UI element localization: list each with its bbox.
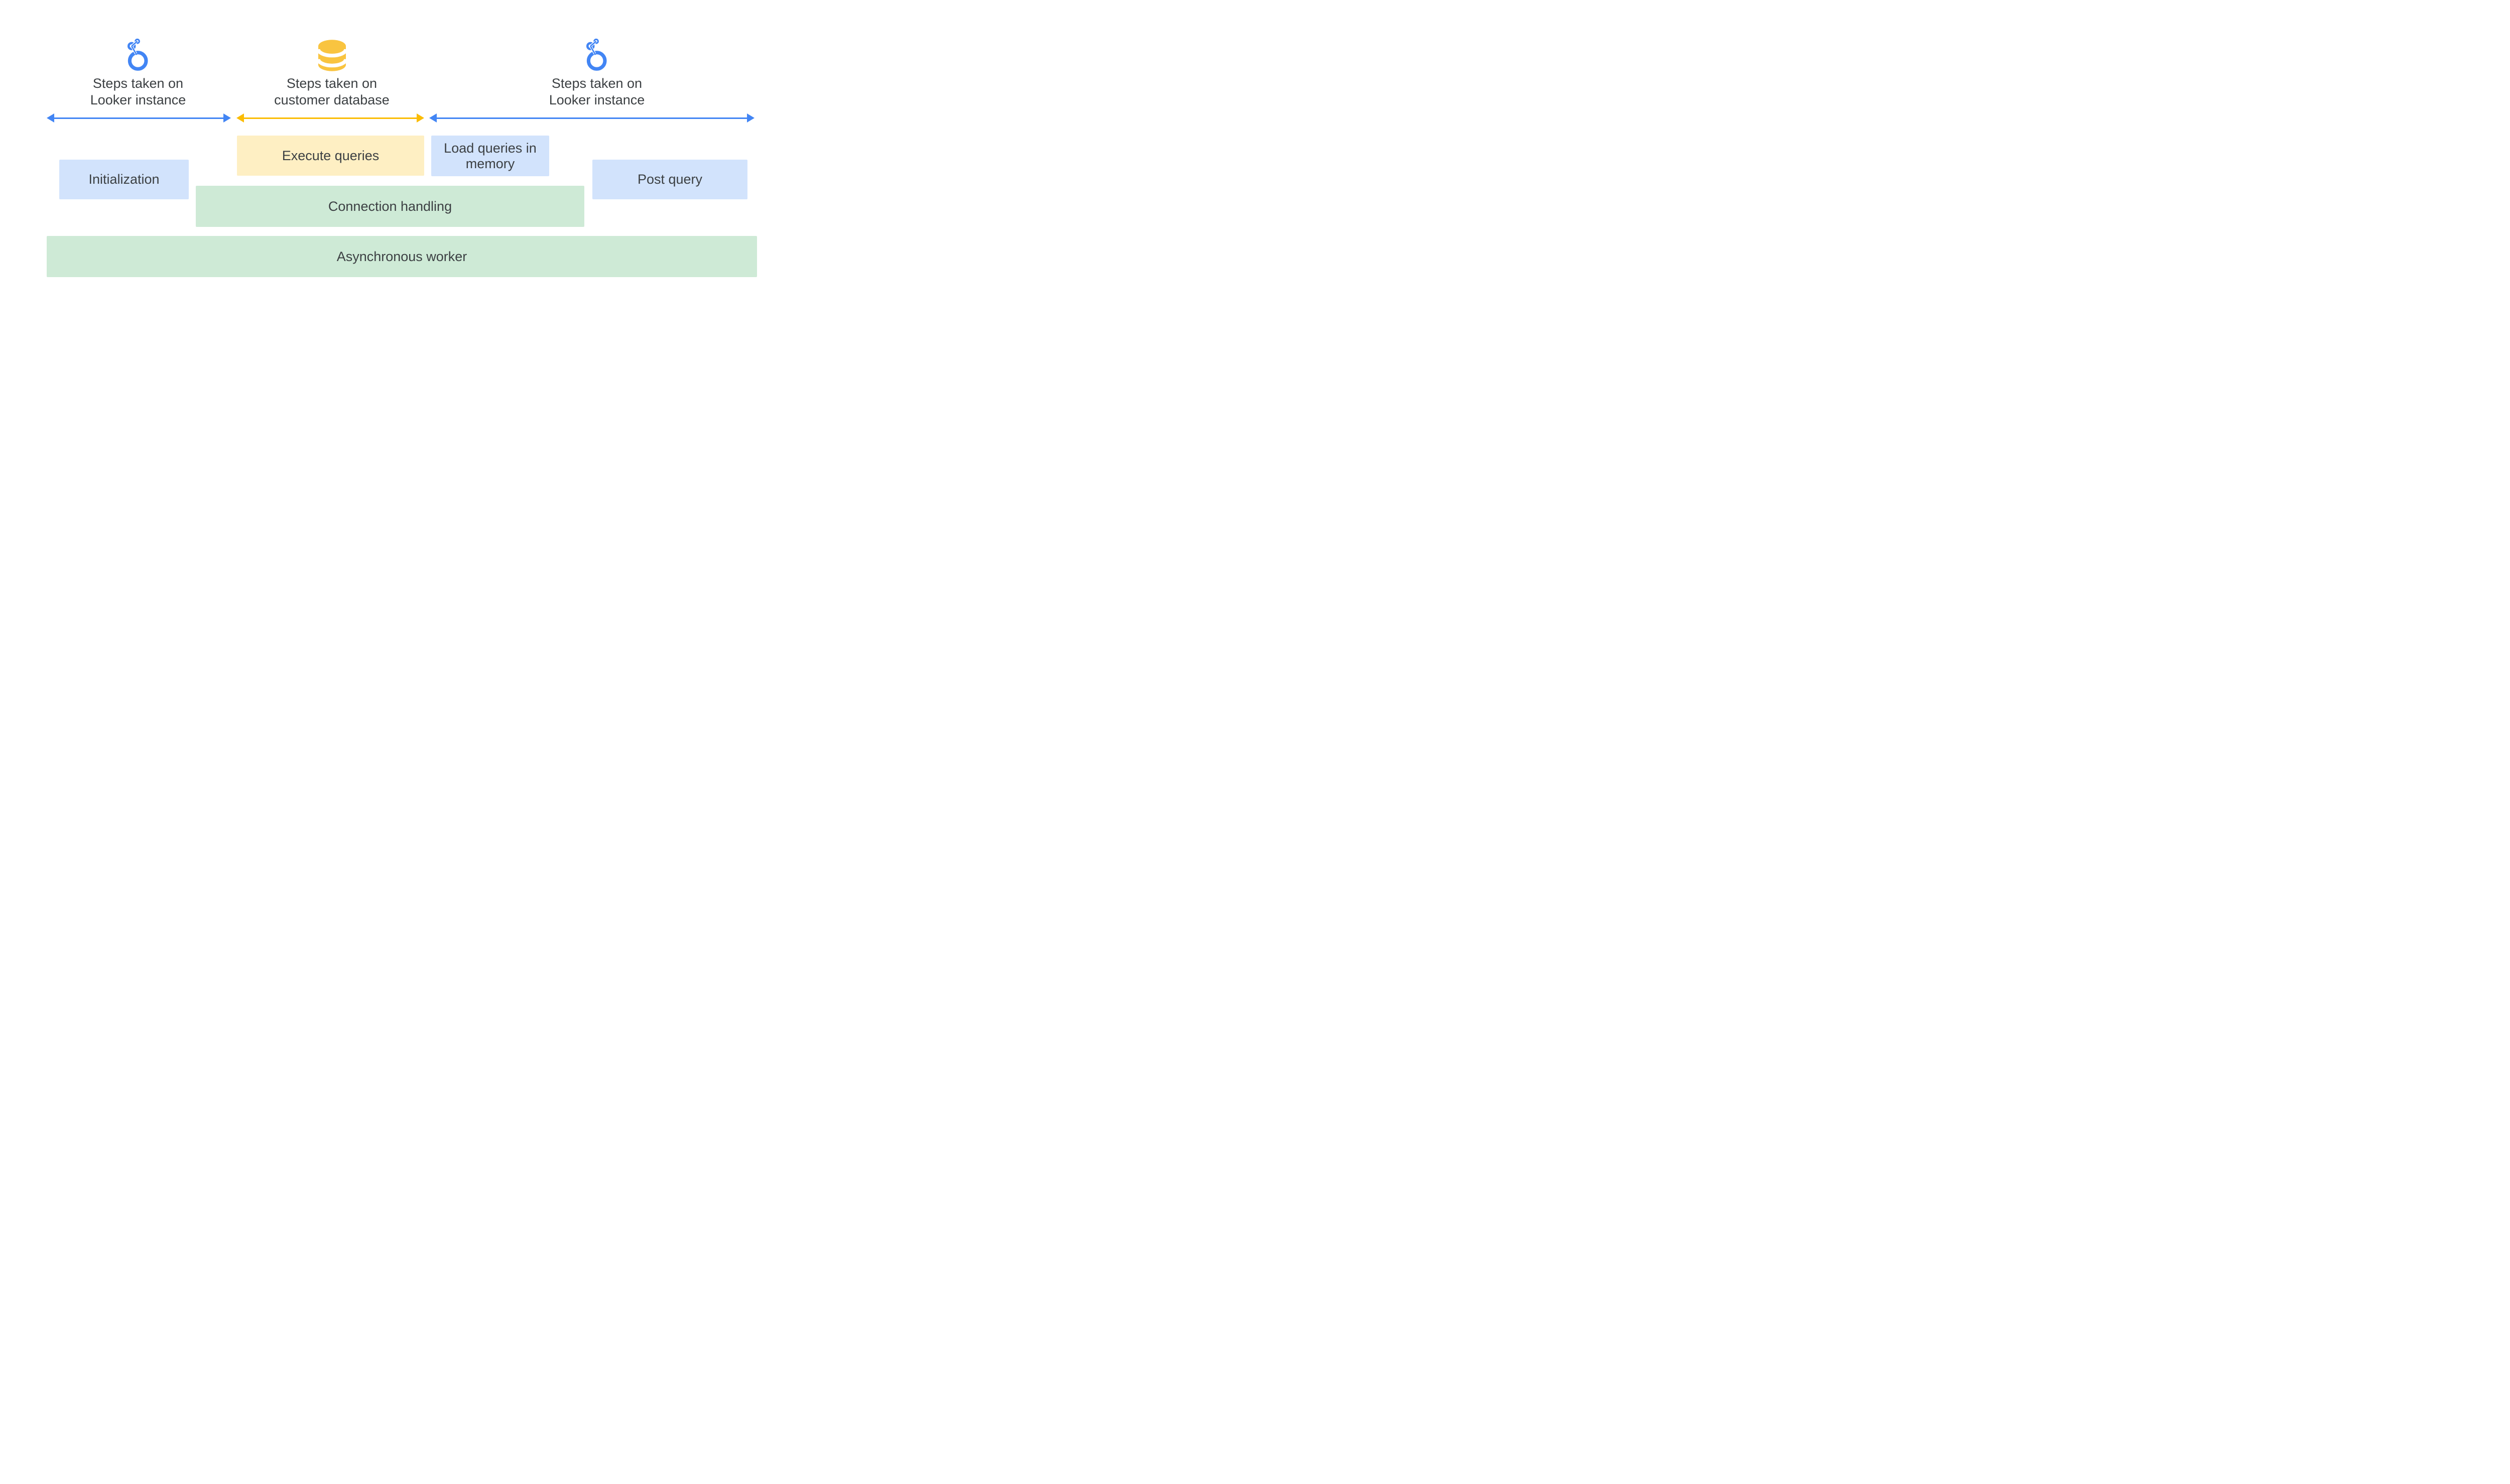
section-label-looker-left: Steps taken on Looker instance xyxy=(53,75,223,108)
section-label-looker-right: Steps taken on Looker instance xyxy=(512,75,682,108)
box-initialization: Initialization xyxy=(59,160,189,199)
arrowhead-left-icon xyxy=(236,113,244,122)
box-label: Connection handling xyxy=(328,198,452,214)
database-icon xyxy=(318,40,346,71)
looker-query-lifecycle-diagram: Steps taken on Looker instance Steps tak… xyxy=(0,0,803,297)
span-arrow-looker-left xyxy=(47,113,231,122)
section-label-line1: Steps taken on xyxy=(551,76,643,91)
arrow-shaft xyxy=(54,117,223,119)
box-label: Asynchronous worker xyxy=(336,249,467,264)
arrow-shaft xyxy=(244,117,417,119)
box-label: Initialization xyxy=(88,172,160,187)
looker-logo-icon xyxy=(127,38,148,71)
section-label-line1: Steps taken on xyxy=(286,76,378,91)
box-post-query: Post query xyxy=(592,160,747,199)
box-label: Execute queries xyxy=(282,148,380,163)
section-label-line2: Looker instance xyxy=(90,92,186,107)
box-load-queries-in-memory: Load queries in memory xyxy=(431,136,549,176)
box-execute-queries: Execute queries xyxy=(237,136,424,176)
arrowhead-right-icon xyxy=(223,113,231,122)
arrow-shaft xyxy=(437,117,747,119)
looker-logo-icon xyxy=(586,38,607,71)
section-label-line1: Steps taken on xyxy=(92,76,184,91)
box-asynchronous-worker: Asynchronous worker xyxy=(47,236,757,277)
section-label-line2: customer database xyxy=(274,92,390,107)
section-label-line2: Looker instance xyxy=(549,92,645,107)
span-arrow-customer-database xyxy=(236,113,424,122)
box-label: Load queries in memory xyxy=(444,140,537,171)
section-label-customer-database: Steps taken on customer database xyxy=(246,75,417,108)
arrowhead-right-icon xyxy=(417,113,424,122)
arrowhead-left-icon xyxy=(47,113,54,122)
box-label: Post query xyxy=(637,172,703,187)
arrowhead-left-icon xyxy=(429,113,437,122)
box-connection-handling: Connection handling xyxy=(196,186,584,227)
arrowhead-right-icon xyxy=(747,113,755,122)
span-arrow-looker-right xyxy=(429,113,755,122)
